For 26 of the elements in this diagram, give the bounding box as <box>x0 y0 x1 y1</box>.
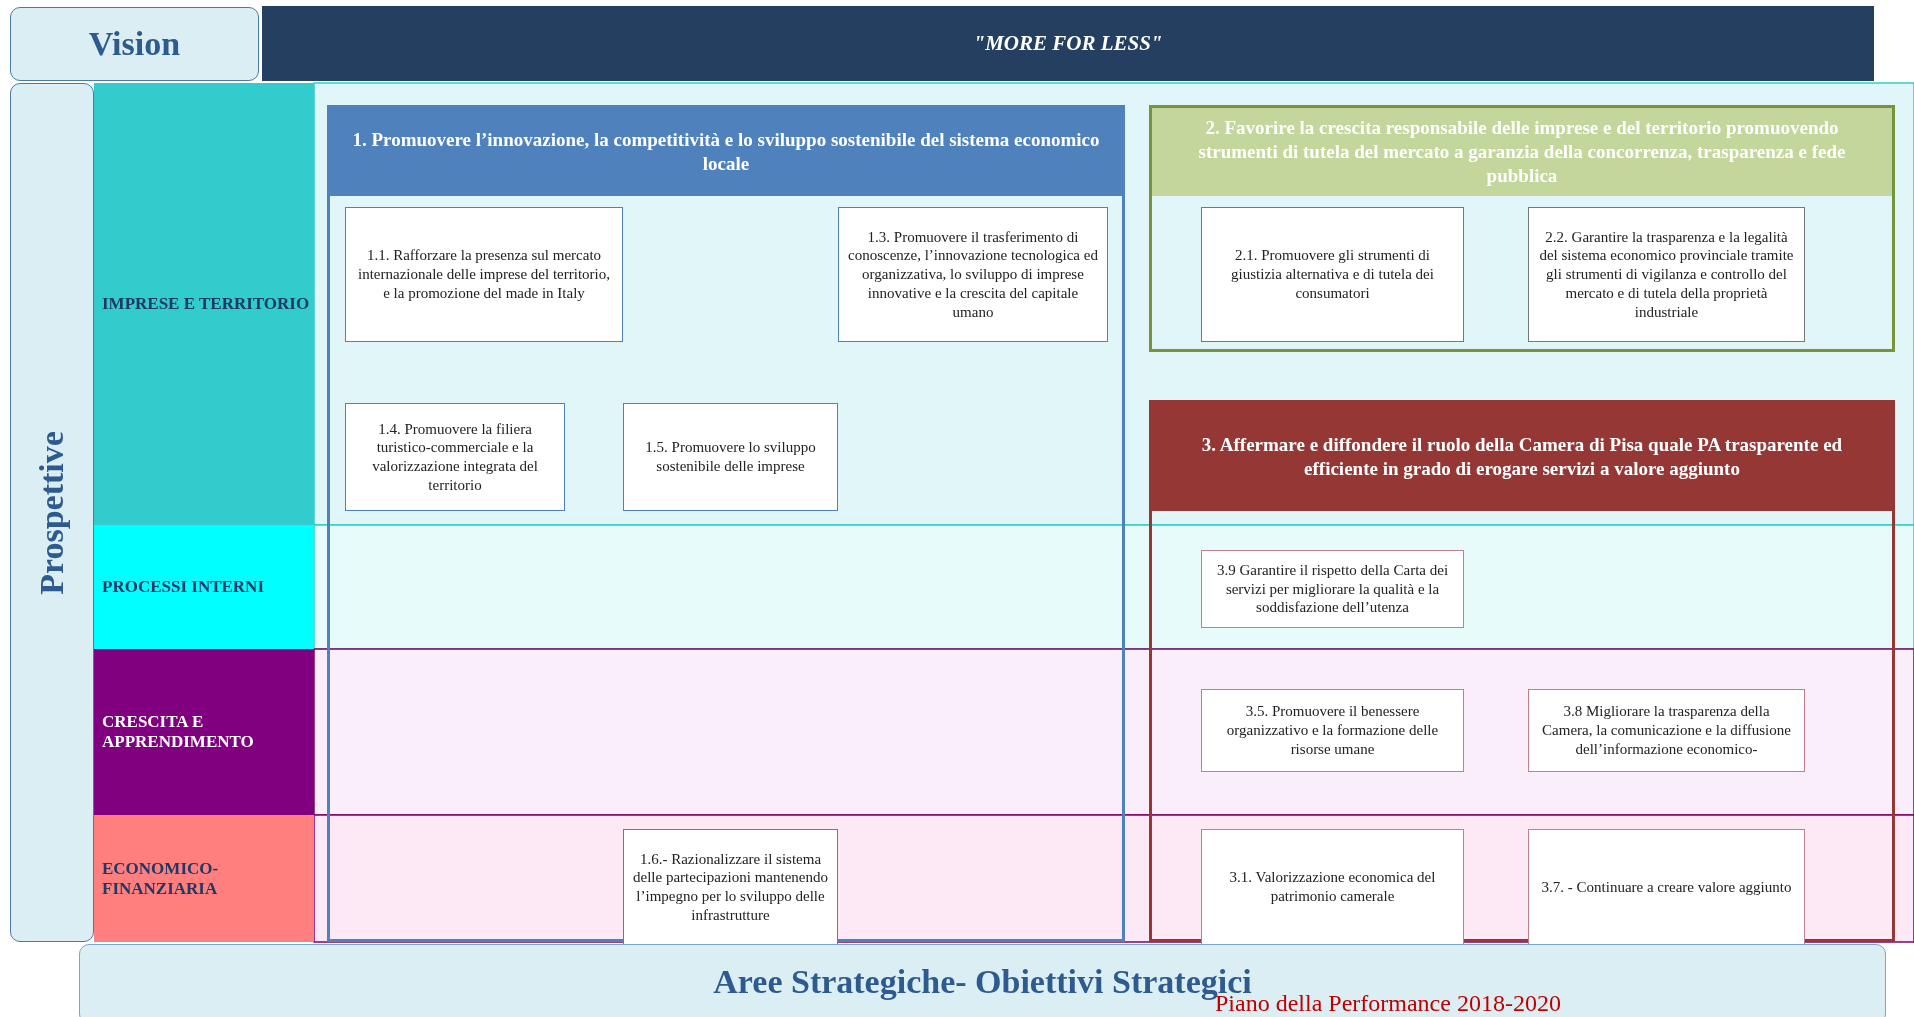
strategic-area-heading: 3. Affermare e diffondere il ruolo della Camera di Pisa quale PA trasparente ed efficiente in grado di erogare servizi a valore aggiunto <box>1152 403 1892 511</box>
objective-box: 1.5. Promuovere lo sviluppo sostenibile delle imprese <box>623 403 838 511</box>
strategic-area-heading: 1. Promuovere l’innovazione, la competitività e lo sviluppo sostenibile del sistema economico locale <box>330 108 1122 196</box>
objective-box: 2.2. Garantire la trasparenza e la legalità del sistema economico provinciale tramite gli strumenti di vigilanza e controllo del mercato e di tutela della proprietà industriale <box>1528 207 1805 342</box>
perspective-label: IMPRESE E TERRITORIO <box>94 83 314 525</box>
objective-box: 3.5. Promuovere il benessere organizzativo e la formazione delle risorse umane <box>1201 689 1464 772</box>
vision-box: Vision <box>10 7 259 81</box>
strategic-area-frame <box>327 105 1125 942</box>
vision-banner: "MORE FOR LESS" <box>262 6 1874 81</box>
strategic-area-frame <box>1149 105 1895 352</box>
objective-box: 3.7. - Continuare a creare valore aggiunto <box>1528 829 1805 945</box>
perspectives-panel <box>10 83 94 942</box>
objective-box: 3.1. Valorizzazione economica del patrimonio camerale <box>1201 829 1464 945</box>
objective-box: 3.8 Migliorare la trasparenza della Camera, la comunicazione e la diffusione dell’informazione economico- <box>1528 689 1805 772</box>
perspective-label: PROCESSI INTERNI <box>94 525 314 649</box>
objective-box: 2.1. Promuovere gli strumenti di giustizia alternativa e di tutela dei consumatori <box>1201 207 1464 342</box>
perspective-label: CRESCITA E APPRENDIMENTO <box>94 649 314 815</box>
strategic-area-frame <box>1149 400 1895 942</box>
strategic-area-heading: 2. Favorire la crescita responsabile delle imprese e del territorio promuovendo strumenti di tutela del mercato a garanzia della concorrenza, trasparenza e fede pubblica <box>1152 108 1892 196</box>
panel-title: Prospettive <box>33 430 71 595</box>
objective-box: 3.9 Garantire il rispetto della Carta dei servizi per migliorare la qualità e la soddisfazione dell’utenza <box>1201 550 1464 628</box>
objective-box: 1.6.- Razionalizzare il sistema delle partecipazioni mantenendo l’impegno per lo sviluppo delle infrastrutture <box>623 829 838 945</box>
perspective-label: ECONOMICO-FINANZIARIA <box>94 815 314 942</box>
objective-box: 1.4. Promuovere la filiera turistico-commerciale e la valorizzazione integrata del territorio <box>345 403 565 511</box>
objective-box: 1.1. Rafforzare la presenza sul mercato internazionale delle imprese del territorio, e la promozione del made in Italy <box>345 207 623 342</box>
objective-box: 1.3. Promuovere il trasferimento di conoscenze, l’innovazione tecnologica ed organizzativa, lo sviluppo di imprese innovative e la crescita del capitale umano <box>838 207 1108 342</box>
